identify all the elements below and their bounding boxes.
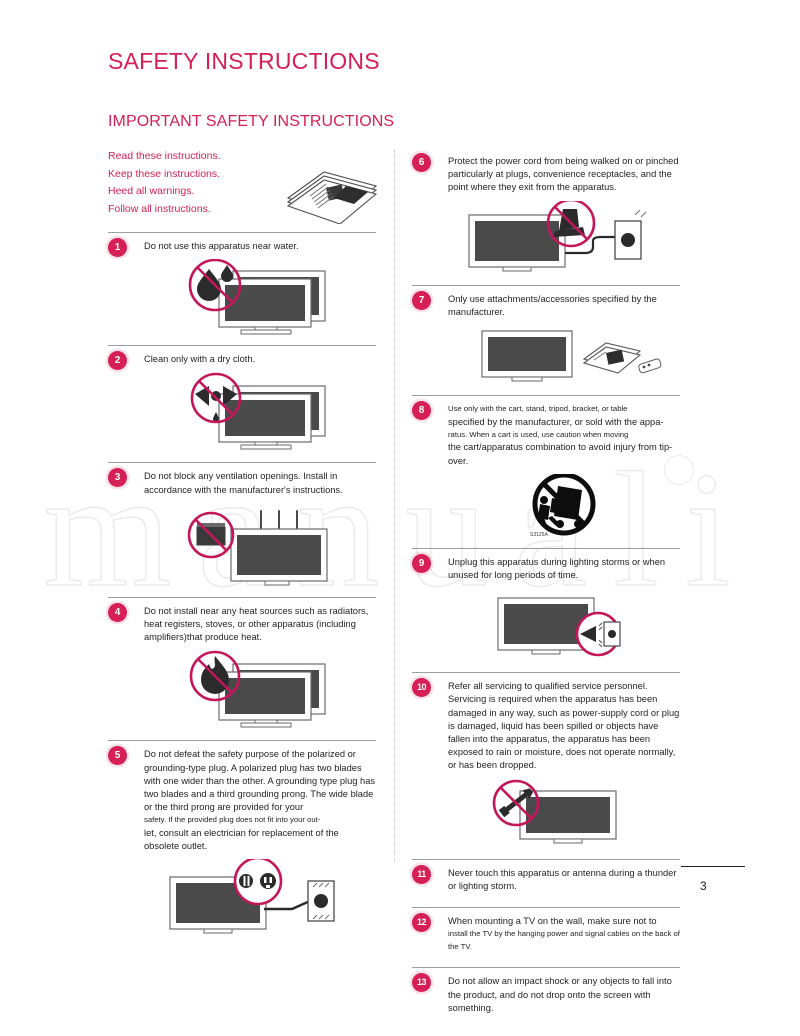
item-number-badge: 1 <box>108 238 127 257</box>
no-heat-source-tv-icon <box>144 650 376 732</box>
item-text-part-4: the cart/apparatus combination to avoid … <box>448 442 673 466</box>
item-text-part-2: install the TV by the hanging power and … <box>448 929 680 951</box>
item-number-badge: 13 <box>412 973 431 993</box>
instruction-item-2: 2 Clean only with a dry cloth. <box>108 345 376 454</box>
item-text-part-1: When mounting a TV on the wall, make sur… <box>448 916 657 927</box>
item-text: Do not block any ventilation openings. I… <box>144 471 343 495</box>
item-text-part-1: Do not defeat the safety purpose of the … <box>144 749 376 813</box>
tv-accessories-icon <box>448 325 680 387</box>
intro-line: Read these instructions. <box>108 150 221 162</box>
no-spray-tv-icon <box>144 372 376 454</box>
item-text: Do not allow an impact shock or any obje… <box>448 976 672 1013</box>
item-text: Only use attachments/accessories specifi… <box>448 293 657 317</box>
item-number-badge: 9 <box>412 553 431 573</box>
item-text-part-2: safety. If the provided plug does not fi… <box>144 815 321 825</box>
instruction-item-5: 5 Do not defeat the safety purpose of th… <box>108 740 376 939</box>
item-number-badge: 2 <box>108 351 127 371</box>
instruction-item-11: 11 Never touch this apparatus or antenna… <box>412 858 680 907</box>
no-water-tv-icon <box>144 259 376 337</box>
item-number-badge: 11 <box>412 864 431 884</box>
item-text-part-3: let, consult an electrician for replacem… <box>144 828 339 852</box>
no-step-on-cord-icon <box>448 200 680 277</box>
item-text-part-2: specified by the manufacturer, or sold w… <box>448 416 664 427</box>
instruction-item-7: 7 Only use attachments/accessories speci… <box>412 284 680 387</box>
item-text: Clean only with a dry cloth. <box>144 354 256 365</box>
item-text: Refer all servicing to qualified service… <box>448 681 680 771</box>
instruction-item-3: 3 Do not block any ventilation openings.… <box>108 462 376 588</box>
item-number-badge: 12 <box>412 913 431 933</box>
footer-rule <box>681 866 745 867</box>
instruction-item-1: 1 Do not use this apparatus near water. <box>108 232 376 337</box>
instruction-item-8: 8 Use only with the cart, stand, tripod,… <box>412 395 680 540</box>
item-text: Use only with the cart, stand, tripod, b… <box>448 403 680 468</box>
item-number-badge: 3 <box>108 468 127 488</box>
item-text: Do not use this apparatus near water. <box>144 241 299 251</box>
unplug-tv-icon <box>448 588 680 664</box>
instruction-item-13: 13 Do not allow an impact shock or any o… <box>412 967 680 1015</box>
instruction-item-9: 9 Unplug this apparatus during lighting … <box>412 547 680 664</box>
instruction-item-10: 10 Refer all servicing to qualified serv… <box>412 672 680 850</box>
no-service-tv-icon <box>448 779 680 851</box>
manual-booklet-icon <box>284 168 380 225</box>
item-text: Do not install near any heat sources suc… <box>144 605 369 643</box>
intro-line: Heed all warnings. <box>108 185 195 197</box>
instruction-item-12: 12 When mounting a TV on the wall, make … <box>412 907 680 967</box>
no-block-vents-tv-icon <box>144 503 376 589</box>
item-text: Protect the power cord from being walked… <box>448 156 679 193</box>
instruction-item-6: 6 Protect the power cord from being walk… <box>412 148 680 277</box>
item-text: Do not defeat the safety purpose of the … <box>144 748 376 853</box>
intro-line: Keep these instructions. <box>108 167 221 180</box>
page-number: 3 <box>700 879 707 893</box>
instruction-item-4: 4 Do not install near any heat sources s… <box>108 596 376 733</box>
item-text: When mounting a TV on the wall, make sur… <box>448 915 680 953</box>
page-title: SAFETY INSTRUCTIONS <box>108 48 380 74</box>
section-heading: IMPORTANT SAFETY INSTRUCTIONS <box>108 113 395 130</box>
intro-block: Read these instructions. Keep these inst… <box>108 148 378 232</box>
svg-text:S3125A: S3125A <box>530 532 548 538</box>
item-number-badge: 4 <box>108 602 127 622</box>
right-column: 6 Protect the power cord from being walk… <box>412 148 680 1015</box>
item-text: Unplug this apparatus during lighting st… <box>448 556 666 581</box>
item-number-badge: 10 <box>412 678 431 698</box>
left-column: Read these instructions. Keep these inst… <box>108 148 378 947</box>
item-number-badge: 6 <box>412 153 431 172</box>
polarized-plug-outlet-icon <box>144 859 376 939</box>
item-text-part-1: Use only with the cart, stand, tripod, b… <box>448 404 628 414</box>
item-number-badge: 7 <box>412 290 431 310</box>
column-divider <box>394 150 395 862</box>
item-number-badge: 5 <box>108 746 127 766</box>
watermark-dot <box>664 455 694 485</box>
item-text: Never touch this apparatus or antenna du… <box>448 867 677 891</box>
intro-line: Follow all instructions. <box>108 202 211 215</box>
cart-tip-over-warning-icon: S3125A <box>448 473 680 540</box>
item-number-badge: 8 <box>412 401 431 421</box>
item-text-part-3: ratus. When a cart is used, use caution … <box>448 429 629 439</box>
